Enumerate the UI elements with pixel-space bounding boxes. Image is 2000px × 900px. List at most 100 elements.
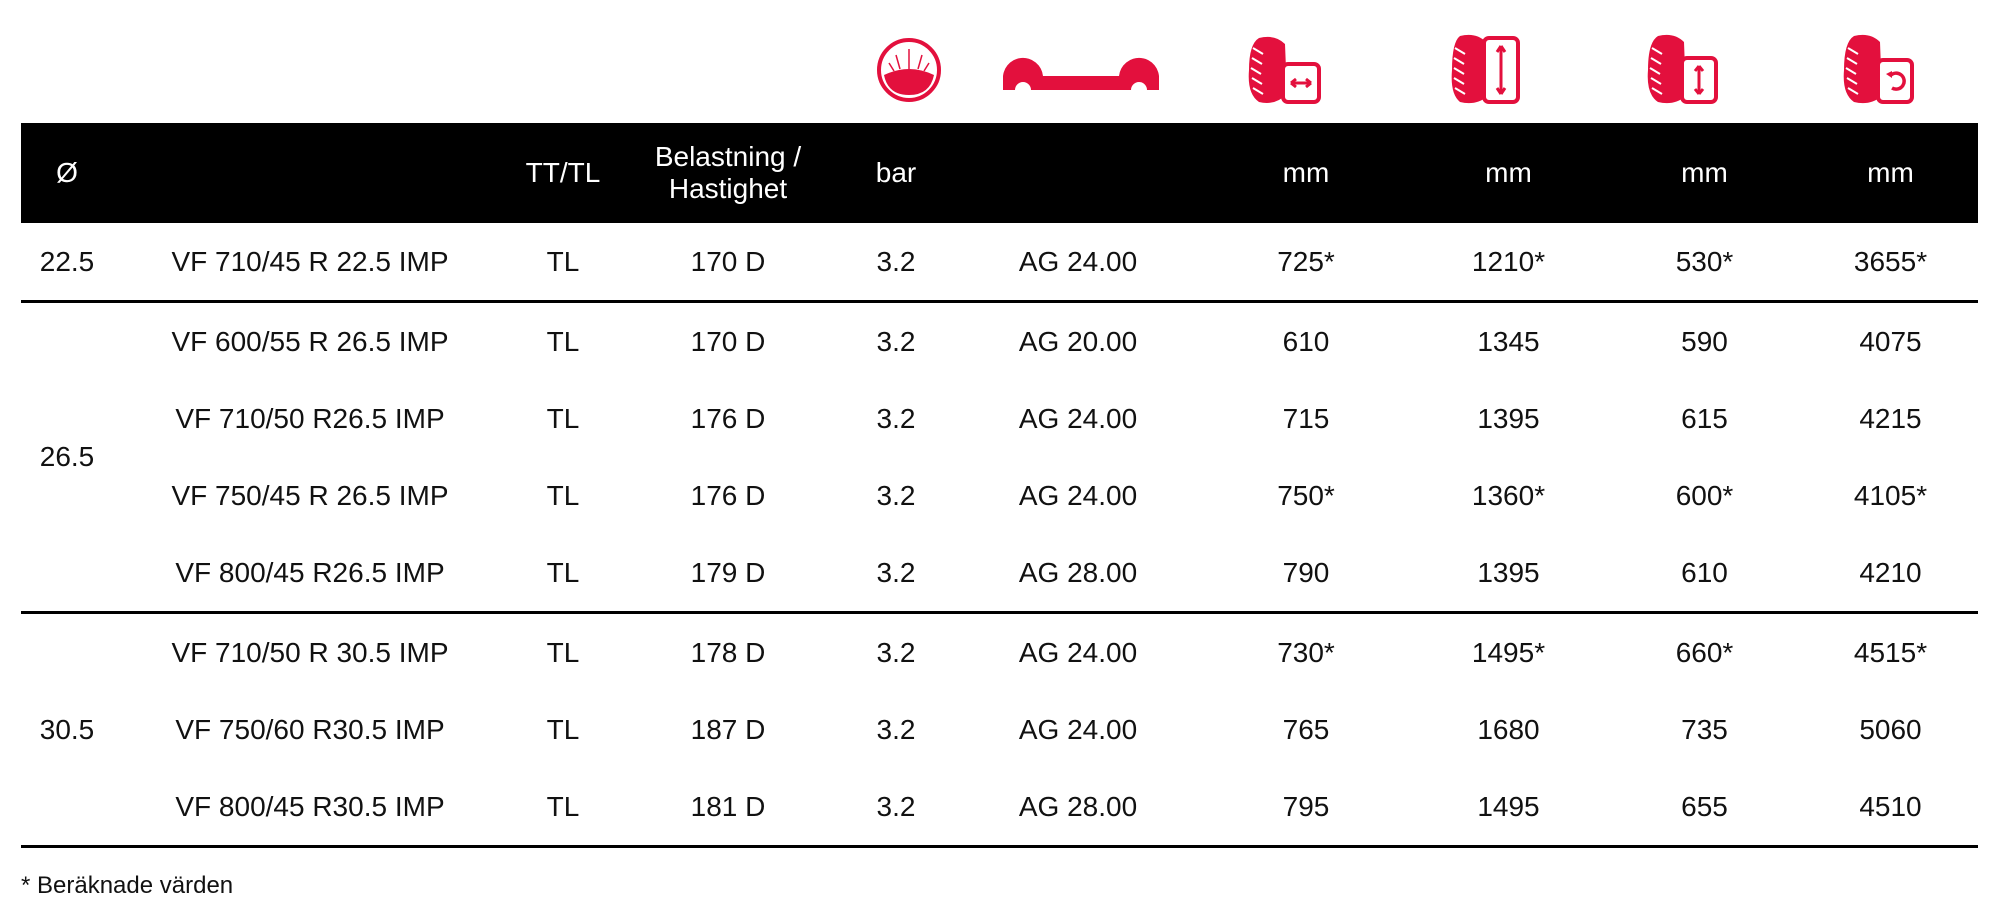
header-row: Ø TT/TL Belastning / Hastighet bar mm mm… xyxy=(21,123,1978,223)
static-radius-cell: 600* xyxy=(1675,479,1734,511)
circumference-cell: 4510 xyxy=(1803,768,1978,848)
pressure-gauge-icon xyxy=(854,30,964,110)
load-speed-cell: 187 D xyxy=(690,713,766,745)
header-load-speed: Belastning / Hastighet xyxy=(619,123,837,223)
pressure-cell: 3.2 xyxy=(876,713,916,745)
diameter-cell: 1395 xyxy=(1477,402,1540,434)
size-cell: VF 710/45 R 22.5 IMP xyxy=(113,223,507,303)
load-speed-cell: 170 D xyxy=(619,223,837,303)
tire-rolling-circumference-icon xyxy=(1782,30,1978,110)
header-size xyxy=(113,123,507,223)
footnote: * Beräknade värden xyxy=(21,872,234,899)
tt-tl-cell: TL xyxy=(507,534,619,614)
pressure-cell: 3.2 xyxy=(837,534,955,614)
static-radius-cell: 655 xyxy=(1606,768,1803,848)
load-speed-cell: 176 D xyxy=(690,402,766,434)
load-speed-cell: 170 D xyxy=(690,325,766,357)
static-radius-cell: 590 xyxy=(1681,325,1728,357)
rim-cell: AG 28.00 xyxy=(955,768,1201,848)
width-cell: 790 xyxy=(1201,534,1411,614)
rim-cell: AG 24.00 xyxy=(1018,402,1138,434)
header-diameter: Ø xyxy=(21,123,113,223)
rim-diameter-cell: 30.5 xyxy=(21,612,113,848)
width-cell: 750* xyxy=(1277,479,1335,511)
size-cell: VF 710/50 R 30.5 IMP xyxy=(171,636,449,668)
header-rim xyxy=(955,123,1201,223)
circumference-cell: 4215 xyxy=(1859,402,1922,434)
pressure-cell: 3.2 xyxy=(876,402,916,434)
pressure-cell: 3.2 xyxy=(837,768,955,848)
rim-profile-icon xyxy=(981,30,1181,110)
table-row: VF 710/50 R26.5 IMP TL 176 D 3.2 AG 24.00 715… xyxy=(21,380,1978,457)
load-speed-cell: 178 D xyxy=(690,636,766,668)
header-pressure: bar xyxy=(837,123,955,223)
rim-diameter-cell: 22.5 xyxy=(21,223,113,303)
width-cell: 795 xyxy=(1201,768,1411,848)
width-cell: 715 xyxy=(1282,402,1330,434)
rim-diameter-cell: 26.5 xyxy=(21,301,113,614)
width-cell: 725* xyxy=(1201,223,1411,303)
pressure-cell: 3.2 xyxy=(837,223,955,303)
rim-cell: AG 28.00 xyxy=(955,534,1201,614)
diameter-cell: 1495 xyxy=(1411,768,1606,848)
pressure-cell: 3.2 xyxy=(876,325,916,357)
static-radius-cell: 610 xyxy=(1606,534,1803,614)
static-radius-cell: 660* xyxy=(1675,636,1734,668)
size-cell: VF 750/45 R 26.5 IMP xyxy=(171,479,449,511)
circumference-cell: 3655* xyxy=(1803,223,1978,303)
tt-tl-cell: TL xyxy=(507,223,619,303)
tt-tl-cell: TL xyxy=(507,768,619,848)
pressure-cell: 3.2 xyxy=(876,479,916,511)
circumference-cell: 4075 xyxy=(1859,325,1922,357)
circumference-cell: 4210 xyxy=(1803,534,1978,614)
tt-tl-cell: TL xyxy=(546,636,580,668)
tire-width-icon xyxy=(1180,30,1390,110)
static-radius-cell: 530* xyxy=(1606,223,1803,303)
table-row: 26.5 VF 600/55 R 26.5 IMP TL 170 D 3.2 AG 20.… xyxy=(21,301,1978,614)
circumference-cell: 5060 xyxy=(1859,713,1922,745)
tire-diameter-icon xyxy=(1390,30,1585,110)
rim-cell: AG 20.00 xyxy=(1018,325,1138,357)
width-cell: 610 xyxy=(1282,325,1330,357)
tire-static-radius-icon xyxy=(1585,30,1782,110)
table-row: 30.5 VF 710/50 R 30.5 IMP TL 178 D 3.2 AG 24.… xyxy=(21,612,1978,848)
pressure-cell: 3.2 xyxy=(876,636,916,668)
size-cell: VF 800/45 R26.5 IMP xyxy=(113,534,507,614)
column-icons xyxy=(21,30,1978,110)
diameter-cell: 1395 xyxy=(1411,534,1606,614)
circumference-cell: 4105* xyxy=(1853,479,1928,511)
diameter-cell: 1495* xyxy=(1471,636,1546,668)
load-speed-cell: 181 D xyxy=(619,768,837,848)
size-cell: VF 710/50 R26.5 IMP xyxy=(175,402,445,434)
rim-cell: AG 24.00 xyxy=(1018,713,1138,745)
diameter-cell: 1680 xyxy=(1477,713,1540,745)
static-radius-cell: 735 xyxy=(1681,713,1728,745)
rim-cell: AG 24.00 xyxy=(1018,636,1138,668)
diameter-cell: 1210* xyxy=(1411,223,1606,303)
diameter-cell: 1360* xyxy=(1471,479,1546,511)
tt-tl-cell: TL xyxy=(546,479,580,511)
header-tt-tl: TT/TL xyxy=(507,123,619,223)
static-radius-cell: 615 xyxy=(1681,402,1728,434)
header-static-radius: mm xyxy=(1606,123,1803,223)
size-cell: VF 750/60 R30.5 IMP xyxy=(175,713,445,745)
header-diameter-mm: mm xyxy=(1411,123,1606,223)
tt-tl-cell: TL xyxy=(546,325,580,357)
rim-cell: AG 24.00 xyxy=(955,223,1201,303)
tt-tl-cell: TL xyxy=(546,713,580,745)
tt-tl-cell: TL xyxy=(546,402,580,434)
size-cell: VF 600/55 R 26.5 IMP xyxy=(171,325,449,357)
header-width: mm xyxy=(1201,123,1411,223)
tire-spec-table: Ø TT/TL Belastning / Hastighet bar mm mm… xyxy=(21,123,1978,848)
size-cell: VF 800/45 R30.5 IMP xyxy=(113,768,507,848)
width-cell: 730* xyxy=(1277,636,1335,668)
header-circumference: mm xyxy=(1803,123,1978,223)
load-speed-cell: 179 D xyxy=(619,534,837,614)
circumference-cell: 4515* xyxy=(1853,636,1928,668)
